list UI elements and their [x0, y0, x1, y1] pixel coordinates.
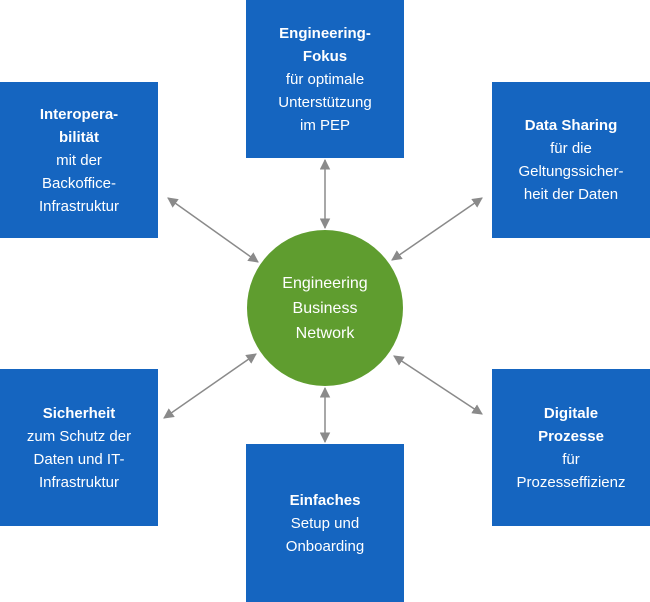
hub-line: Network: [295, 324, 355, 342]
box-interoperabilitaet: Interopera- bilität mit der Backoffice- …: [0, 82, 158, 238]
box-sicherheit: Sicherheit zum Schutz der Daten und IT- …: [0, 369, 158, 526]
box-text-line: für: [562, 450, 580, 468]
box-title-line: Prozesse: [538, 427, 604, 445]
arrow-upper-left: [167, 197, 259, 263]
box-title-line: Data Sharing: [524, 117, 618, 134]
box-text-line: heit der Daten: [523, 186, 619, 203]
box-title-line: Digitale: [543, 404, 599, 422]
box-text-line: für die: [550, 140, 592, 157]
hub-line: Engineering: [282, 274, 368, 292]
box-einfaches-setup: Einfaches Setup und Onboarding: [246, 444, 404, 602]
box-title-line: Einfaches: [289, 491, 361, 509]
arrow-lower-left: [163, 353, 257, 419]
box-title-line: Engineering-: [279, 24, 371, 42]
box-text-line: für optimale: [285, 70, 365, 88]
box-text-line: Onboarding: [285, 537, 365, 555]
box-text-line: Backoffice-: [42, 174, 116, 192]
box-text-line: Setup und: [290, 514, 360, 532]
box-text-line: mit der: [56, 151, 102, 169]
box-text-line: Prozesseffizienz: [516, 473, 626, 491]
box-title-line: Sicherheit: [42, 404, 116, 422]
box-text-line: Infrastruktur: [38, 473, 120, 491]
box-digitale-prozesse: Digitale Prozesse für Prozesseffizienz: [492, 369, 650, 526]
box-title-line: Fokus: [302, 47, 348, 65]
box-title-line: bilität: [59, 128, 99, 146]
box-text-line: Geltungssicher-: [518, 163, 624, 180]
hub-engineering-business-network: Engineering Business Network: [247, 230, 403, 386]
box-text-line: Daten und IT-: [33, 450, 125, 468]
box-data-sharing: Data Sharing für die Geltungssicher- hei…: [492, 82, 650, 238]
hub-line: Business: [292, 299, 358, 317]
box-engineering-fokus: Engineering- Fokus für optimale Unterstü…: [246, 0, 404, 158]
box-text-line: Infrastruktur: [38, 197, 120, 215]
box-text-line: im PEP: [299, 116, 350, 134]
box-title-line: Interopera-: [39, 105, 119, 123]
box-text-line: zum Schutz der: [26, 427, 132, 445]
arrow-lower-right: [393, 355, 483, 415]
box-text-line: Unterstützung: [278, 93, 372, 111]
arrow-upper-right: [391, 197, 483, 261]
